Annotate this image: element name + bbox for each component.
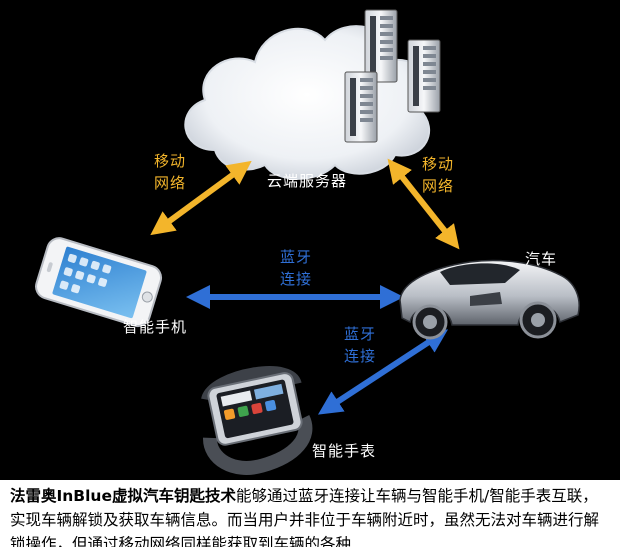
- sports-car-icon: [400, 261, 579, 338]
- link-label-line: 连接: [278, 268, 314, 290]
- smartphone-icon: [33, 235, 164, 329]
- mobile-network-label-right: 移动 网络: [420, 153, 456, 197]
- link-label-line: 网络: [152, 172, 188, 194]
- link-label-line: 蓝牙: [278, 246, 314, 268]
- link-label-line: 连接: [342, 345, 378, 367]
- cloud-server-label: 云端服务器: [267, 170, 347, 191]
- link-label-line: 移动: [420, 153, 456, 175]
- link-label-line: 网络: [420, 175, 456, 197]
- caption-text: 法雷奥InBlue虚拟汽车钥匙技术能够通过蓝牙连接让车辆与智能手机/智能手表互联…: [0, 480, 620, 547]
- diagram-stage: 云端服务器 智能手机 汽车 智能手表 移动 网络 移动 网络 蓝牙 连接 蓝牙 …: [0, 0, 620, 480]
- smartwatch-label: 智能手表: [312, 440, 376, 461]
- mobile-network-label-left: 移动 网络: [152, 150, 188, 194]
- smartphone-label: 智能手机: [123, 316, 187, 337]
- link-label-line: 蓝牙: [342, 323, 378, 345]
- bluetooth-label-bottom: 蓝牙 连接: [342, 323, 378, 367]
- link-label-line: 移动: [152, 150, 188, 172]
- caption-bold: 法雷奥InBlue虚拟汽车钥匙技术: [10, 487, 236, 505]
- bluetooth-label-top: 蓝牙 连接: [278, 246, 314, 290]
- car-label: 汽车: [525, 248, 557, 269]
- diagram-graphics: [0, 0, 620, 480]
- smartwatch-icon: [198, 365, 312, 475]
